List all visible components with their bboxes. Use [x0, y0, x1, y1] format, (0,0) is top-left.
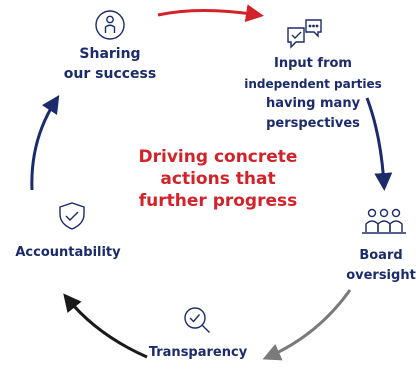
center-line-1: Driving concrete	[138, 147, 298, 167]
center-line-2: actions that	[160, 169, 276, 189]
board-line-2: oversight	[346, 268, 416, 283]
input-line-3: having many	[265, 96, 361, 111]
group-people-icon	[362, 208, 406, 234]
center-line-3: further progress	[138, 191, 298, 211]
input-line-1: Input from	[274, 56, 352, 71]
arrow-transparency-to-accountability	[63, 293, 148, 359]
node-input-label: Input from independent parties having ma…	[236, 54, 390, 134]
node-sharing-label: Sharing our success	[60, 44, 160, 84]
arrow-sharing-to-input	[157, 4, 264, 23]
sharing-line-2: our success	[63, 66, 157, 82]
chat-bubbles-icon	[287, 19, 322, 49]
node-board-label: Board oversight	[346, 246, 416, 286]
input-line-4: perspectives	[266, 116, 360, 131]
node-transparency-label: Transparency	[140, 343, 256, 363]
magnifier-check-icon	[184, 307, 210, 333]
board-line-1: Board	[359, 248, 403, 263]
transparency-line-1: Transparency	[148, 345, 248, 360]
sharing-line-1: Sharing	[79, 46, 141, 62]
input-line-2: independent parties	[244, 77, 382, 91]
center-statement: Driving concrete actions that further pr…	[118, 146, 318, 212]
arrow-board-to-transparency	[262, 289, 352, 361]
shield-check-icon	[59, 202, 85, 230]
arrow-input-to-board	[365, 97, 393, 191]
arrow-accountability-to-sharing	[30, 94, 60, 191]
node-accountability-label: Accountability	[0, 243, 136, 263]
person-icon	[95, 10, 125, 40]
accountability-line-1: Accountability	[15, 245, 121, 260]
